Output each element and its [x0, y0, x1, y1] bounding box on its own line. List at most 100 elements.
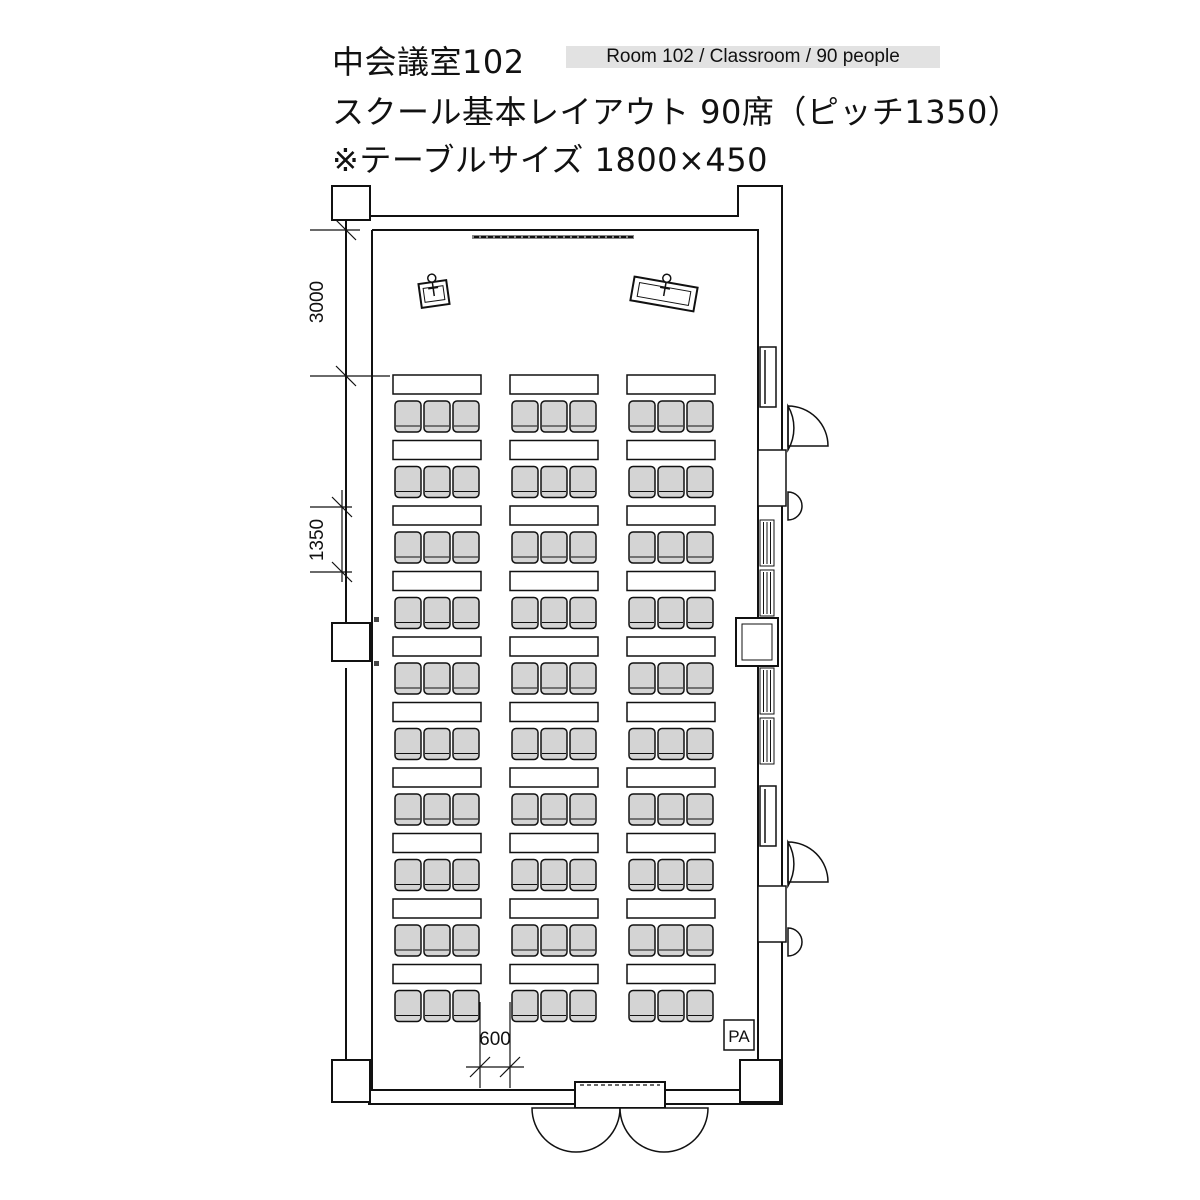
chair	[657, 989, 685, 1023]
table	[509, 439, 599, 461]
chair	[657, 924, 685, 957]
chair	[540, 465, 568, 499]
chair	[394, 465, 422, 499]
chair	[540, 793, 568, 826]
table	[509, 701, 599, 723]
chair	[511, 924, 539, 957]
pa-box	[723, 1019, 755, 1051]
chair	[423, 727, 451, 761]
chair	[511, 662, 539, 695]
chair	[686, 596, 714, 630]
chair	[628, 727, 656, 761]
chair	[423, 596, 451, 630]
table-size-note: ※テーブルサイズ 1800×450	[332, 141, 768, 179]
chair	[394, 596, 422, 630]
chair	[511, 989, 539, 1023]
chair	[686, 924, 714, 957]
table	[509, 898, 599, 919]
table	[392, 636, 482, 657]
table	[626, 963, 716, 985]
door-frame-top	[757, 449, 787, 507]
chair	[569, 465, 597, 499]
chair	[628, 858, 656, 892]
table	[392, 963, 482, 985]
doors	[531, 403, 829, 1153]
chair	[628, 793, 656, 826]
chair	[511, 596, 539, 630]
room-badge: Room 102 / Classroom / 90 people	[566, 46, 940, 68]
chair	[686, 400, 714, 433]
partition-panel	[759, 667, 775, 715]
chair	[686, 662, 714, 695]
chair	[628, 662, 656, 695]
chair	[657, 465, 685, 499]
chair	[394, 924, 422, 957]
table	[626, 898, 716, 919]
chair	[511, 793, 539, 826]
chair	[628, 465, 656, 499]
table	[509, 570, 599, 592]
door-entrance-left	[531, 1107, 621, 1153]
chair	[628, 924, 656, 957]
chair	[394, 662, 422, 695]
table	[626, 832, 716, 854]
chair	[540, 924, 568, 957]
chair	[423, 793, 451, 826]
chair	[452, 924, 480, 957]
chair	[686, 531, 714, 564]
chair	[628, 531, 656, 564]
table	[626, 505, 716, 526]
table	[509, 963, 599, 985]
chair	[540, 858, 568, 892]
chair	[569, 727, 597, 761]
seating-area	[392, 374, 716, 1023]
chair	[423, 400, 451, 433]
chair	[394, 531, 422, 564]
chair	[657, 793, 685, 826]
door-entrance-right	[619, 1107, 709, 1153]
chair	[569, 858, 597, 892]
table	[626, 374, 716, 395]
chair	[686, 858, 714, 892]
chair	[423, 858, 451, 892]
chair	[452, 596, 480, 630]
chair	[540, 727, 568, 761]
door-right-upper	[787, 403, 795, 453]
chair	[540, 400, 568, 433]
table	[509, 374, 599, 395]
dimension-pitch	[310, 490, 353, 583]
column-left-mid	[331, 622, 371, 662]
chair	[511, 400, 539, 433]
chair	[569, 596, 597, 630]
chair	[394, 727, 422, 761]
table	[392, 439, 482, 461]
chair	[452, 727, 480, 761]
chair	[452, 858, 480, 892]
partition-panel	[759, 569, 775, 617]
partition-panels	[759, 519, 775, 765]
table	[626, 439, 716, 461]
table	[392, 701, 482, 723]
table	[392, 832, 482, 854]
table	[509, 767, 599, 788]
chair	[423, 662, 451, 695]
podium-right	[629, 273, 699, 313]
dimension-pitch-label: 1350	[307, 519, 328, 561]
chair	[394, 400, 422, 433]
chair	[686, 989, 714, 1023]
chair	[423, 924, 451, 957]
chair	[394, 858, 422, 892]
table	[392, 505, 482, 526]
chair	[569, 924, 597, 957]
podium-left	[417, 273, 451, 309]
table	[392, 570, 482, 592]
chair	[423, 989, 451, 1023]
chair	[569, 793, 597, 826]
dimension-front-label: 3000	[307, 281, 328, 323]
entrance-frame	[574, 1081, 666, 1109]
pa-label: PA	[728, 1027, 750, 1046]
dimension-aisle	[466, 1002, 524, 1088]
chair	[452, 400, 480, 433]
table	[626, 570, 716, 592]
chair	[540, 989, 568, 1023]
